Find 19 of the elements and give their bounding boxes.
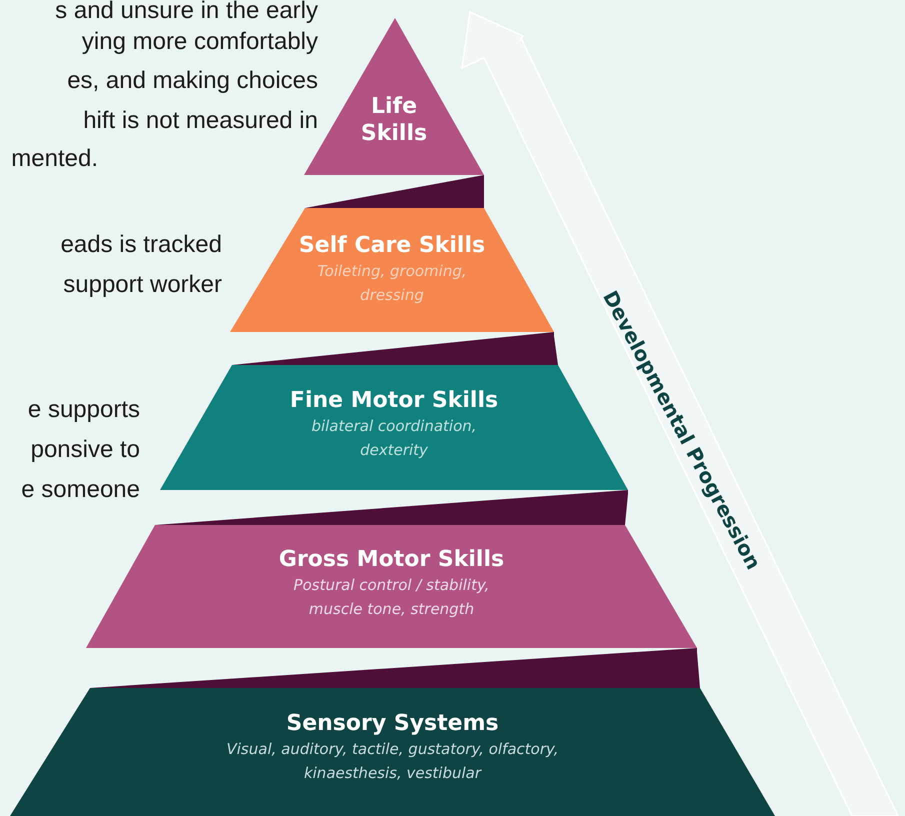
paragraph-line: ponsive to (30, 435, 140, 465)
tier-title: Life Skills (360, 93, 428, 147)
paragraph-line: support worker (63, 270, 222, 300)
tier-description: Postural control / stability, muscle tone, strength (292, 575, 490, 620)
tier-title: Self Care Skills (298, 232, 486, 259)
tier-description: Visual, auditory, tactile, gustatory, olfactory, kinaesthesis, vestibular (226, 739, 560, 784)
tier-title: Sensory Systems (286, 710, 499, 737)
tier-description: bilateral coordination, dexterity (310, 416, 478, 461)
paragraph-line: s and unsure in the early (55, 0, 318, 26)
paragraph-line: e someone (21, 475, 140, 505)
paragraph-line: hift is not measured in (83, 106, 318, 136)
paragraph-line: eads is tracked (60, 230, 222, 260)
paragraph-line: mented. (11, 144, 98, 174)
tier-title: Gross Motor Skills (278, 546, 504, 573)
paragraph-line: es, and making choices (67, 66, 318, 96)
paragraph-line: e supports (28, 395, 140, 425)
paragraph-line: ying more comfortably (82, 27, 318, 57)
tier-title: Fine Motor Skills (290, 387, 498, 414)
tier-description: Toileting, grooming, dressing (316, 261, 468, 306)
